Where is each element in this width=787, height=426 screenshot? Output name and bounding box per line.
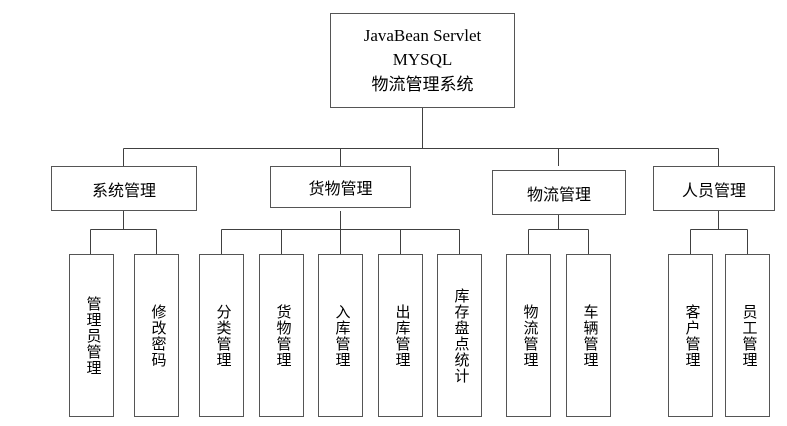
leaf-label-stocktake-stats: 库存盘点统计 <box>452 287 469 384</box>
leaf-node-logistics-manage[interactable]: 物流管理 <box>506 254 551 417</box>
group-node-logistics[interactable]: 物流管理 <box>492 170 626 215</box>
leaf-node-employee-manage[interactable]: 员工管理 <box>725 254 770 417</box>
group-label-logistics: 物流管理 <box>526 186 591 204</box>
group-node-goods[interactable]: 货物管理 <box>270 166 411 208</box>
leaf-node-goods-manage[interactable]: 货物管理 <box>259 254 304 417</box>
leaf-node-category-manage[interactable]: 分类管理 <box>199 254 244 417</box>
leaf-node-inbound-manage[interactable]: 入库管理 <box>318 254 363 417</box>
leaf-label-admin-manage: 管理员管理 <box>84 295 101 376</box>
leaf-label-outbound-manage: 出库管理 <box>393 303 410 368</box>
group-node-system[interactable]: 系统管理 <box>51 166 197 211</box>
group-label-personnel: 人员管理 <box>681 182 746 200</box>
leaf-label-inbound-manage: 入库管理 <box>333 303 350 368</box>
leaf-node-change-password[interactable]: 修改密码 <box>134 254 179 417</box>
group-label-goods: 货物管理 <box>308 181 373 198</box>
leaf-label-customer-manage: 客户管理 <box>683 303 700 368</box>
leaf-node-stocktake-stats[interactable]: 库存盘点统计 <box>437 254 482 417</box>
root-line-2: MYSQL <box>392 50 453 70</box>
leaf-label-vehicle-manage: 车辆管理 <box>581 303 598 368</box>
leaf-node-outbound-manage[interactable]: 出库管理 <box>378 254 423 417</box>
leaf-node-admin-manage[interactable]: 管理员管理 <box>69 254 114 417</box>
leaf-label-goods-manage: 货物管理 <box>274 303 291 368</box>
leaf-node-customer-manage[interactable]: 客户管理 <box>668 254 713 417</box>
leaf-label-change-password: 修改密码 <box>149 303 166 368</box>
leaf-label-employee-manage: 员工管理 <box>740 303 757 368</box>
leaf-label-logistics-manage: 物流管理 <box>521 303 538 368</box>
group-node-personnel[interactable]: 人员管理 <box>653 166 775 211</box>
group-label-system: 系统管理 <box>91 182 156 200</box>
root-line-3: 物流管理系统 <box>371 74 474 94</box>
leaf-label-category-manage: 分类管理 <box>214 303 231 368</box>
leaf-node-vehicle-manage[interactable]: 车辆管理 <box>566 254 611 417</box>
root-node[interactable]: JavaBean Servlet MYSQL 物流管理系统 <box>330 13 515 108</box>
root-line-1: JavaBean Servlet <box>363 26 482 46</box>
